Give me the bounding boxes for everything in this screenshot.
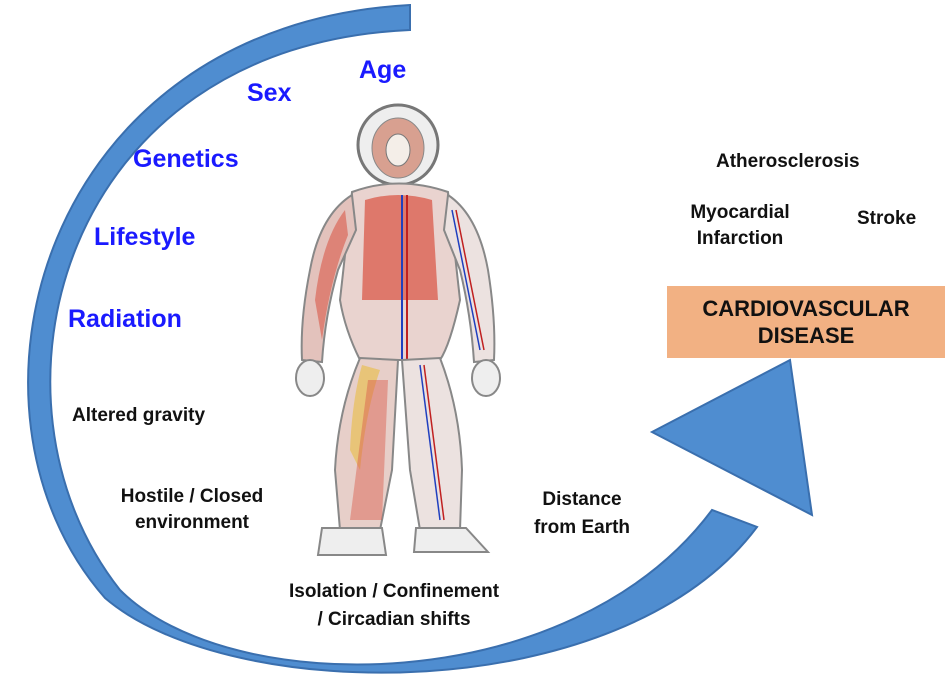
cvd-line1: CARDIOVASCULAR bbox=[702, 296, 910, 321]
risk-factor-radiation: Radiation bbox=[68, 305, 182, 333]
cycle-arrow-body bbox=[27, 3, 759, 674]
outcome-mi-line2: Infarction bbox=[696, 228, 784, 249]
risk-factor-lifestyle: Lifestyle bbox=[94, 223, 196, 251]
outcome-stroke: Stroke bbox=[857, 208, 917, 229]
stressor-isolation-line1: Isolation / Confinement bbox=[288, 581, 500, 602]
stressor-distance-line2: from Earth bbox=[533, 517, 631, 538]
stressor-hostile-line1: Hostile / Closed bbox=[120, 486, 264, 507]
stressor-altered-gravity: Altered gravity bbox=[72, 405, 206, 426]
astronaut-anatomy-figure bbox=[295, 103, 501, 556]
risk-factor-sex: Sex bbox=[247, 79, 292, 107]
stressor-hostile-line2: environment bbox=[134, 512, 250, 533]
outcome-mi-line1: Myocardial bbox=[690, 202, 790, 223]
risk-factor-age: Age bbox=[359, 56, 407, 84]
stressor-hostile-environment: Hostile / Closed environment bbox=[100, 484, 284, 536]
risk-factor-genetics: Genetics bbox=[133, 145, 239, 173]
stressor-distance-from-earth: Distance from Earth bbox=[520, 486, 644, 542]
cvd-line2: DISEASE bbox=[757, 323, 855, 348]
outcome-atherosclerosis: Atherosclerosis bbox=[716, 151, 860, 172]
cycle-arrow-head bbox=[649, 358, 814, 517]
cardiovascular-disease-box: CARDIOVASCULAR DISEASE bbox=[667, 286, 945, 358]
stressor-isolation: Isolation / Confinement / Circadian shif… bbox=[262, 578, 526, 634]
cycle-arrow bbox=[27, 3, 814, 674]
stressor-isolation-line2: / Circadian shifts bbox=[317, 609, 471, 630]
stressor-distance-line1: Distance bbox=[542, 489, 622, 510]
outcome-myocardial-infarction: Myocardial Infarction bbox=[670, 200, 810, 252]
